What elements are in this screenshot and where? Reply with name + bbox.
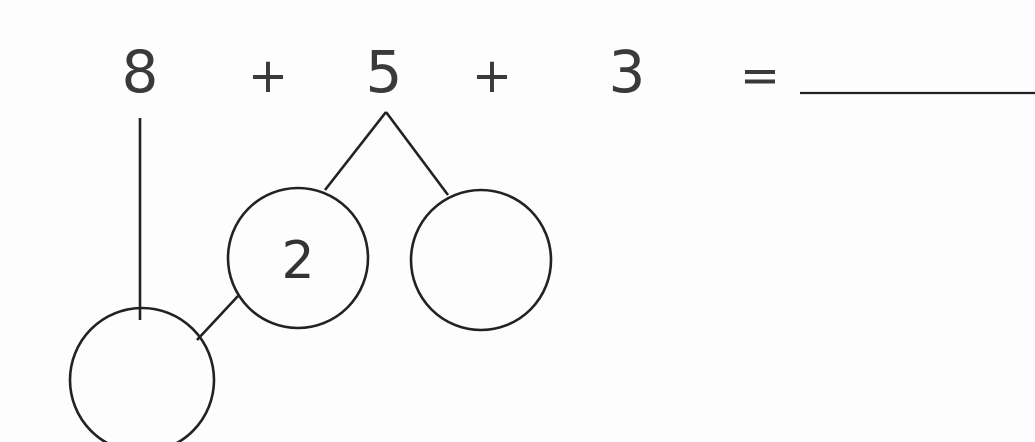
term-2: 5 — [366, 38, 403, 106]
term-1: 8 — [122, 38, 159, 106]
term-3: 3 — [609, 38, 646, 106]
bond-line-5-right — [384, 111, 450, 196]
equals-sign: = — [740, 48, 780, 104]
split-circle-right[interactable] — [409, 188, 553, 332]
split-circle-left — [226, 186, 370, 330]
bond-line-2-to-combined — [196, 295, 239, 341]
operator-plus-2: + — [472, 48, 512, 104]
split-left-value: 2 — [281, 231, 314, 291]
operator-plus-1: + — [248, 48, 288, 104]
combined-circle[interactable] — [68, 306, 216, 442]
bond-line-5-left — [323, 111, 388, 191]
